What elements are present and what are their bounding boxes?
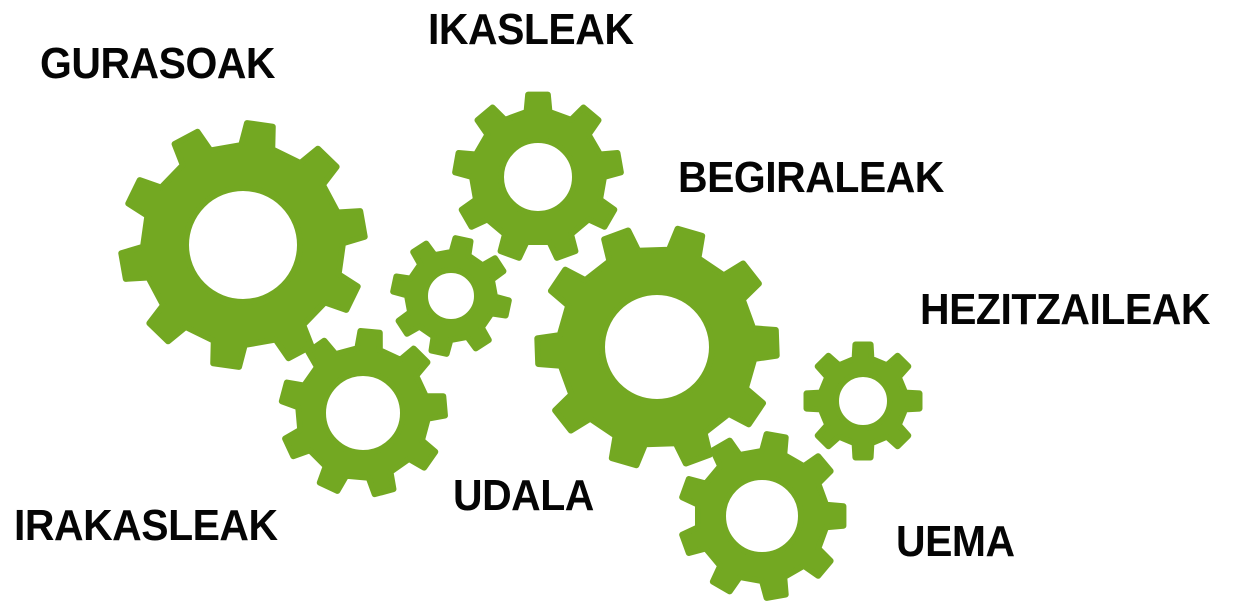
- gear-icon: [803, 341, 923, 461]
- label-uema: UEMA: [896, 517, 1015, 566]
- label-begiraleak: BEGIRALEAK: [678, 153, 944, 202]
- gear-icon: [278, 328, 448, 498]
- gear-icon: [452, 91, 624, 261]
- label-hezitzaileak: HEZITZAILEAK: [920, 285, 1210, 334]
- gear-icon: [118, 120, 368, 370]
- gear-icon: [534, 225, 780, 469]
- label-gurasoak: GURASOAK: [40, 39, 275, 88]
- label-udala: UDALA: [453, 471, 594, 520]
- label-irakasleak: IRAKASLEAK: [14, 501, 278, 550]
- label-ikasleak: IKASLEAK: [428, 5, 634, 54]
- gear-icon: [679, 431, 847, 601]
- gear-icon: [390, 235, 512, 357]
